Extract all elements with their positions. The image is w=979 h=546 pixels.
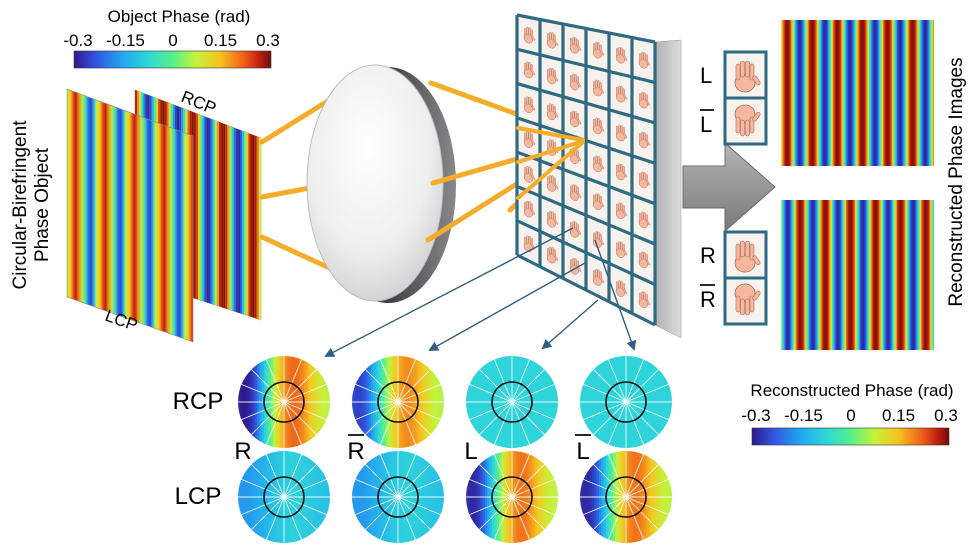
hand-icon [638, 91, 651, 109]
hand-icon [734, 283, 761, 316]
pupil-column-label: L [464, 438, 477, 465]
hand-icon [638, 51, 651, 69]
colorbar-tick-label: 0.15 [882, 406, 915, 425]
hand-icon [569, 184, 582, 201]
recon-colorbar-ticks: -0.3 -0.15 0 0.15 0.3 [741, 406, 957, 425]
hand-icon [615, 202, 628, 220]
reconstructed-image-bottom [781, 200, 934, 350]
hand-icon [734, 240, 761, 273]
hand-icon [638, 251, 651, 269]
hand-icon [592, 79, 605, 97]
hand-icon [615, 124, 628, 142]
hand-icon [569, 257, 582, 275]
hand-icon [734, 104, 761, 137]
hand-icon [546, 175, 559, 192]
pupil-map [352, 451, 444, 543]
pupil-row-label-rcp: RCP [173, 388, 224, 415]
output-arrow [682, 141, 776, 233]
hand-icon [569, 221, 582, 238]
hand-icon [615, 241, 628, 258]
pupil-map [580, 356, 672, 448]
hand-icon [592, 41, 605, 59]
hand-icon [615, 280, 628, 297]
object-side-label: Circular-Birefringent Phase Object [10, 120, 53, 290]
hand-icon [638, 131, 651, 149]
colorbar-tick-label: -0.15 [106, 31, 145, 50]
hand-icon [615, 85, 628, 103]
colorbar-tick-label: 0.15 [204, 31, 237, 50]
mask-grid [515, 13, 657, 327]
hand-icon [523, 26, 536, 44]
mask-label-r: R [700, 243, 716, 268]
pupil-column-label: L [576, 438, 589, 465]
reconstructed-phase-colorbar: Reconstructed Phase (rad) -0.3 -0.15 0 0.15… [741, 381, 958, 446]
pupil-map [238, 356, 330, 448]
hand-icon [546, 246, 559, 264]
pupil-row-label-lcp: LCP [175, 483, 222, 510]
hand-icon [592, 193, 605, 210]
colorbar-tick-label: -0.15 [784, 406, 823, 425]
colorbar-tick-label: 0.3 [256, 31, 280, 50]
hand-icon [638, 171, 651, 189]
colorbar-tick-label: 0 [846, 406, 855, 425]
pupil-map [466, 451, 558, 543]
colorbar-tick-label: 0 [168, 31, 177, 50]
hand-icon [592, 269, 605, 286]
lcp-plane: LCP [66, 88, 194, 343]
reconstructed-image-top [781, 20, 934, 166]
hand-icon [546, 31, 559, 49]
pupil-map [466, 356, 558, 448]
hand-icon [638, 291, 651, 309]
colorbar-tick-label: -0.3 [741, 406, 770, 425]
lens [306, 64, 456, 303]
hand-icon [546, 210, 559, 228]
pupil-map [238, 451, 330, 543]
mask-inset-l: L L [700, 50, 768, 146]
light-rays-overlay [516, 126, 585, 200]
hand-icon [569, 73, 582, 91]
object-phase-colorbar: Object Phase (rad) -0.3 -0.15 0 0.15 0.3 [63, 7, 280, 69]
colorbar-tick-label: 0.3 [934, 406, 958, 425]
hand-icon [546, 67, 559, 85]
hand-icon [523, 131, 536, 148]
hand-icon [523, 165, 536, 183]
phase-object: RCP LCP [66, 87, 262, 343]
mask-array [515, 13, 682, 339]
colorbar-tick-label: -0.3 [63, 31, 92, 50]
pupil-column-label: R [234, 438, 251, 465]
recon-colorbar-bar [751, 427, 950, 446]
hand-icon [615, 46, 628, 64]
object-colorbar-bar [73, 50, 272, 69]
recon-colorbar-title: Reconstructed Phase (rad) [750, 381, 953, 400]
hand-icon [523, 96, 536, 114]
object-side-label-line2: Phase Object [32, 147, 53, 262]
pupil-pointer-arrows [324, 227, 637, 357]
object-colorbar-title: Object Phase (rad) [108, 7, 251, 26]
object-side-label-line1: Circular-Birefringent [10, 120, 31, 290]
reconstructed-side-label: Reconstructed Phase Images [946, 57, 967, 306]
pupil-map [580, 451, 672, 543]
hand-icon [638, 211, 651, 229]
hand-icon [615, 163, 628, 181]
mask-label-r-bar: R [700, 287, 716, 312]
mask-label-l-bar: L [700, 112, 712, 137]
hand-icon [734, 60, 761, 93]
hand-icon [569, 36, 582, 54]
mask-label-l: L [700, 63, 712, 88]
mask-inset-r: R R [700, 230, 768, 326]
hand-icon [523, 200, 536, 218]
pupil-phase-maps [238, 356, 672, 543]
hand-icon [546, 103, 559, 121]
hand-icon [523, 61, 536, 79]
hand-icon [592, 155, 605, 173]
pupil-column-label: R [347, 438, 364, 465]
pupil-map [352, 356, 444, 448]
hand-icon [592, 117, 605, 135]
object-colorbar-ticks: -0.3 -0.15 0 0.15 0.3 [63, 31, 279, 50]
hand-icon [569, 110, 582, 128]
